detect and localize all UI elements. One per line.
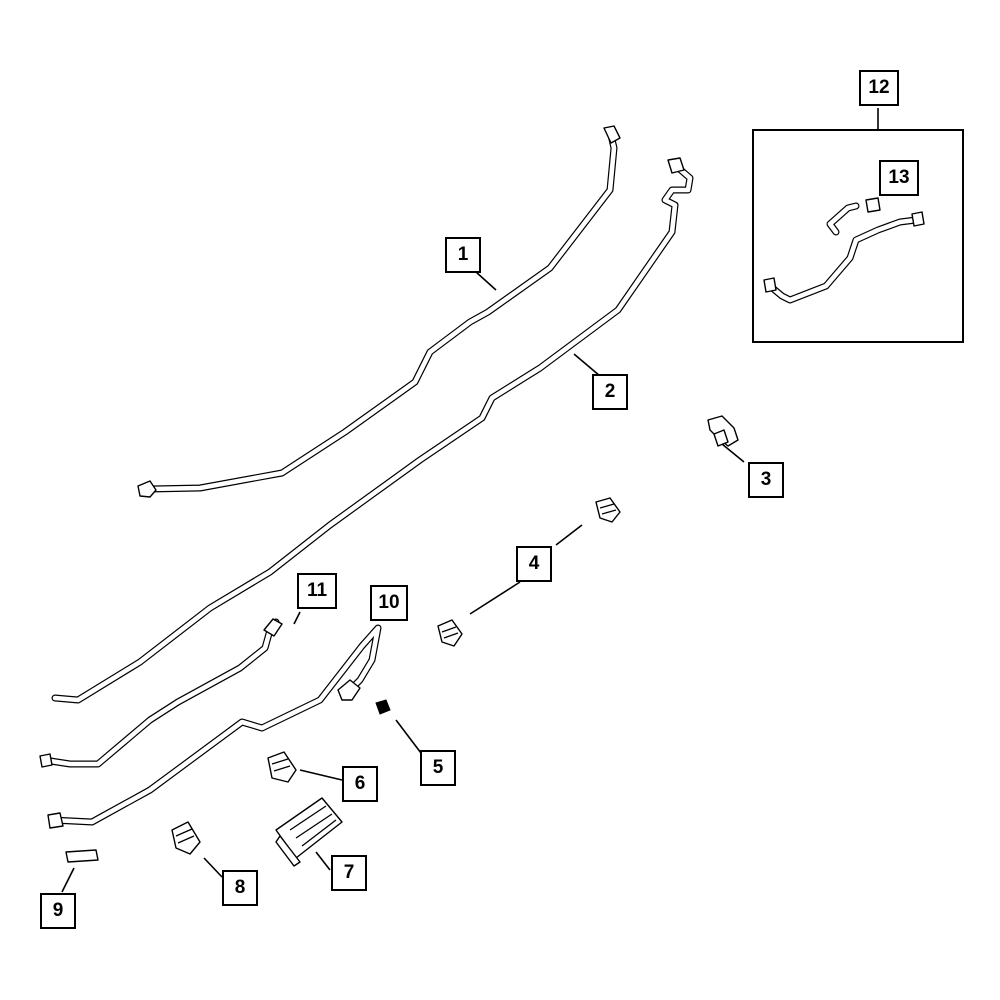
callout-2: 2 [592, 374, 628, 410]
part-8-clip [171, 821, 201, 855]
part-11-tube [39, 618, 283, 768]
callout-11: 11 [297, 573, 337, 609]
callout-13: 13 [879, 160, 919, 196]
part-6-clip [267, 751, 297, 783]
part-4-clip-upper [595, 497, 621, 523]
callout-6: 6 [342, 766, 378, 802]
part-10-tube [47, 624, 382, 829]
part-4-clip-lower [437, 619, 463, 647]
part-13-connector [865, 197, 881, 213]
leader-lines [61, 108, 879, 893]
callout-10: 10 [370, 585, 408, 621]
inset-assembly-12 [752, 129, 964, 343]
part-3-bracket [707, 415, 739, 447]
callout-8: 8 [222, 870, 258, 906]
callout-5: 5 [420, 750, 456, 786]
callout-4: 4 [516, 546, 552, 582]
callout-1: 1 [445, 237, 481, 273]
part-2-tube [51, 157, 694, 704]
part-9-hose [65, 849, 99, 863]
callout-12: 12 [859, 70, 899, 106]
callout-9: 9 [40, 893, 76, 929]
part-5-fastener [375, 699, 391, 715]
part-1-tube [137, 125, 621, 498]
callout-3: 3 [748, 462, 784, 498]
part-7-module [275, 797, 343, 867]
callout-7: 7 [331, 855, 367, 891]
